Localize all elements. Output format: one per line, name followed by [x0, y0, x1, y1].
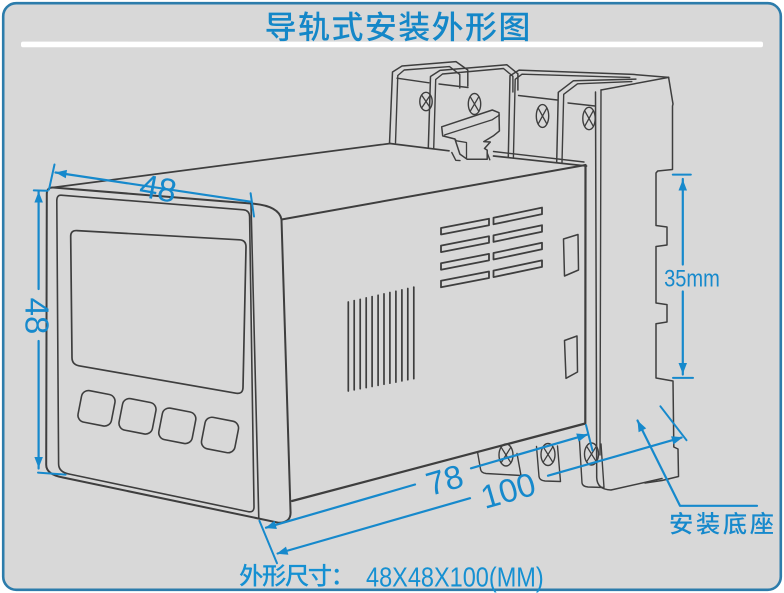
svg-text:48: 48 — [137, 167, 180, 210]
svg-text:48X48X100(MM): 48X48X100(MM) — [366, 563, 544, 593]
svg-text:35mm: 35mm — [664, 265, 720, 292]
svg-text:48: 48 — [19, 298, 56, 335]
